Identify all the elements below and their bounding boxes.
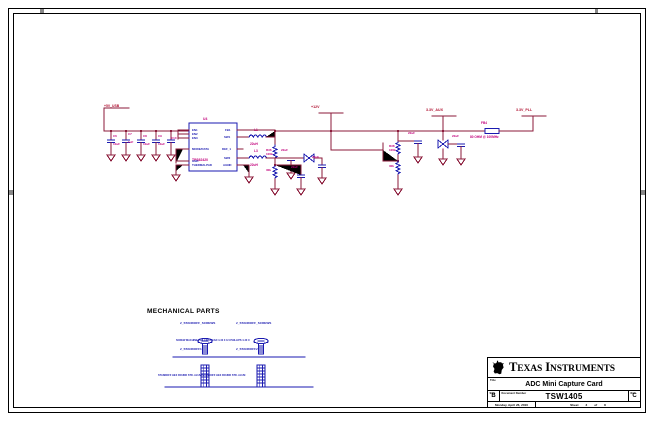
- cap-c9-designator: C9: [158, 134, 162, 138]
- ferrite-value: 80 OHM @ 100MHz: [470, 135, 499, 139]
- ic-pin-en3: EN3: [192, 136, 198, 140]
- sheet-of: of: [594, 403, 598, 407]
- sheet-cell: Sheet 3 of 8: [536, 402, 640, 408]
- inductor-l3-value: 22uH: [250, 163, 258, 167]
- ic-pin-sw2: SW2: [224, 156, 231, 160]
- resistor-r36-value: 100k: [266, 152, 273, 156]
- resistor-r38-value: 100k: [389, 148, 396, 152]
- doc-value: TSW1405: [545, 391, 583, 401]
- ti-word-nstruments: NSTRUMENTS: [550, 363, 615, 374]
- ti-word-t: T: [509, 359, 518, 374]
- size-cell: Size B: [488, 391, 500, 401]
- frame-tick: [595, 9, 598, 13]
- cap-c6-designator: C6: [113, 134, 117, 138]
- standoff1-ref: 2_STANDOFF1: [180, 347, 202, 351]
- inductor-l1-designator: L1: [254, 128, 258, 132]
- rev-cell: Rev C: [629, 391, 640, 401]
- sheet-border-outer: [8, 8, 646, 413]
- inductor-l3-designator: L3: [254, 149, 258, 153]
- ti-wordmark: TEXAS INSTRUMENTS: [509, 361, 615, 375]
- frame-tick: [40, 9, 44, 13]
- cap-c9-value: 10uF: [158, 142, 166, 146]
- resistor-r37-value: 30k: [266, 168, 272, 172]
- cap-c41-value: 22uF: [291, 165, 299, 169]
- net-label-12v: +12V: [311, 105, 320, 109]
- ic-pin-fb1: FB1: [225, 128, 231, 132]
- cap-c8-value: 10uF: [143, 142, 151, 146]
- ti-word-i: I: [545, 359, 550, 374]
- frame-tick: [641, 190, 645, 195]
- ic-designator: U4: [203, 117, 208, 121]
- ic-pin-sw1: SW1: [224, 135, 231, 139]
- document-number-cell: Document Number TSW1405: [500, 391, 629, 401]
- title-caption: Title: [490, 378, 496, 382]
- cap-c44-value: 22uF: [452, 134, 460, 138]
- ic-pin-agnd: AGND: [223, 163, 232, 167]
- net-label-5v-usb: +5V_USB: [104, 104, 120, 108]
- title-row: Title ADC Mini Capture Card: [488, 378, 640, 391]
- screw2-label: 2_STANDOFF_SCREWS: [236, 321, 272, 325]
- schematic-canvas: [13, 13, 641, 408]
- footer-row: Monday, April 26, 2010 Sheet 3 of 8: [488, 402, 640, 408]
- screw-note: SCREW MACHINE PHILLIPS HEAD 4-40 X 1/4 P…: [176, 339, 250, 342]
- sheet-total: 8: [604, 403, 606, 407]
- date-value: Monday, April 26, 2010: [494, 403, 528, 407]
- ic-pin-gnd: GND: [192, 159, 199, 163]
- date-cell: Monday, April 26, 2010: [488, 402, 536, 408]
- standoff2-ref: 2_STANDOFF2: [236, 347, 258, 351]
- ic-part-number: TPS62420: [192, 158, 209, 162]
- ic-pin-mode-data: MODE/DATA: [192, 147, 210, 151]
- screw1-label: 2_STANDOFF_SCREWS: [180, 321, 216, 325]
- standoff-note: STANDOFF HEX ROUND STD. ALUM/STANDOFF HE…: [158, 374, 246, 377]
- ti-logo-row: TEXAS INSTRUMENTS: [488, 358, 640, 378]
- title-block: TEXAS INSTRUMENTS Title ADC Mini Capture…: [487, 357, 641, 408]
- ic-pin-def1: DEF_1: [222, 147, 231, 151]
- size-caption: Size: [489, 391, 496, 395]
- frame-tick: [9, 190, 13, 195]
- section-label-mechanical: MECHANICAL PARTS: [147, 308, 220, 315]
- doc-caption: Document Number: [501, 391, 527, 395]
- resistor-r36-designator: R36: [266, 148, 272, 152]
- ic-pin-en1: EN1: [192, 128, 198, 132]
- inductor-l1-value: 22uH: [250, 142, 258, 146]
- cap-c40-value: 22uF: [281, 148, 289, 152]
- net-label-3v3-pll: 3.3V_PLL: [516, 108, 533, 112]
- ic-pin-thermalpad: THERMALPAD: [192, 163, 213, 167]
- rev-value: C: [632, 393, 637, 399]
- ti-texas-logo-icon: [492, 360, 504, 375]
- sheet-border-inner: [13, 13, 641, 408]
- ti-word-exas: EXAS: [517, 363, 543, 374]
- size-value: B: [491, 393, 496, 399]
- doc-row: Size B Document Number TSW1405 Rev C: [488, 391, 640, 402]
- cap-c43-value: 22uF: [408, 131, 416, 135]
- cap-c6-value: 10uF: [113, 142, 121, 146]
- resistor-r38-designator: R38: [389, 144, 395, 148]
- ic-pin-en2: EN2: [192, 132, 198, 136]
- sheet-number: 3: [585, 403, 588, 407]
- cap-c7-designator: C7: [128, 132, 132, 136]
- cap-c8-designator: C8: [143, 134, 147, 138]
- cap-c7-value: 1uF: [128, 140, 134, 144]
- title-value: ADC Mini Capture Card: [525, 380, 603, 388]
- rev-caption: Rev: [630, 391, 636, 395]
- net-label-3v3-aux: 3.3V_AUX: [426, 108, 443, 112]
- sheet-caption: Sheet: [570, 403, 579, 407]
- cap-c42-value: 22uF: [312, 155, 320, 159]
- ferrite-designator: FB4: [481, 121, 488, 125]
- cap-c10-designator: C10: [171, 136, 177, 140]
- resistor-r39-value: 30k: [389, 164, 395, 168]
